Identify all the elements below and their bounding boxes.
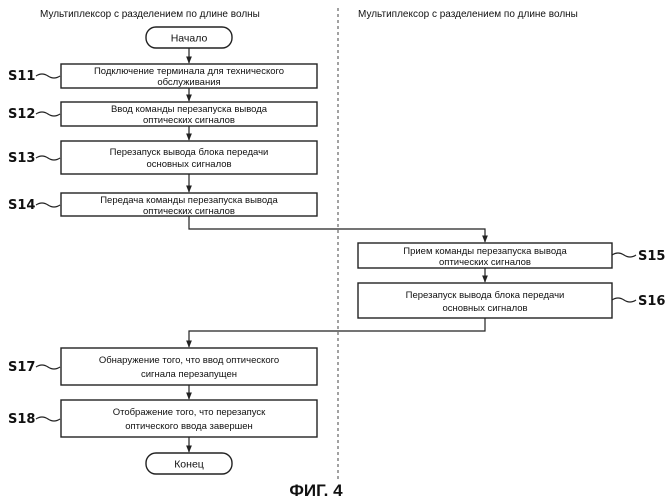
end-label: Конец (174, 459, 204, 471)
step-label-s17: S17 (8, 360, 35, 375)
step-s12-line2: оптических сигналов (143, 115, 235, 126)
step-s11-line2: обслуживания (157, 77, 220, 88)
step-label-s13: S13 (8, 151, 35, 166)
step-s18-line2: оптического ввода завершен (125, 421, 253, 432)
leader-s18 (36, 417, 60, 421)
step-s16-line2: основных сигналов (442, 303, 527, 314)
leader-s16 (612, 298, 636, 302)
step-label-s12: S12 (8, 107, 35, 122)
cross-connector-s16-s17 (189, 318, 485, 347)
step-s16-line1: Перезапуск вывода блока передачи (406, 290, 565, 301)
cross-connector-s14-s15 (189, 216, 485, 242)
step-s17-line1: Обнаружение того, что ввод оптического (99, 355, 279, 366)
figure-caption: ФИГ. 4 (289, 481, 343, 500)
step-s15-line1: Прием команды перезапуска вывода (403, 246, 567, 257)
leader-s13 (36, 156, 60, 160)
right-column-title: Мультиплексор с разделением по длине вол… (358, 9, 578, 20)
leader-s11 (36, 74, 60, 78)
step-label-s16: S16 (638, 294, 665, 309)
step-label-s11: S11 (8, 69, 35, 84)
step-s14-line1: Передача команды перезапуска вывода (100, 195, 278, 206)
step-s13-line2: основных сигналов (146, 159, 231, 170)
leader-s14 (36, 203, 60, 207)
leader-s12 (36, 112, 60, 116)
step-s13-line1: Перезапуск вывода блока передачи (110, 147, 269, 158)
step-s15-line2: оптических сигналов (439, 257, 531, 268)
step-label-s15: S15 (638, 249, 665, 264)
step-label-s18: S18 (8, 412, 35, 427)
left-column-title: Мультиплексор с разделением по длине вол… (40, 9, 260, 20)
leader-s15 (612, 253, 636, 257)
step-s17-line2: сигнала перезапущен (141, 369, 237, 380)
step-label-s14: S14 (8, 198, 35, 213)
step-s12-line1: Ввод команды перезапуска вывода (111, 104, 268, 115)
step-s14-line2: оптических сигналов (143, 206, 235, 217)
start-label: Начало (171, 33, 208, 45)
leader-s17 (36, 365, 60, 369)
step-s18-line1: Отображение того, что перезапуск (113, 407, 266, 418)
step-s11-line1: Подключение терминала для технического (94, 66, 284, 77)
